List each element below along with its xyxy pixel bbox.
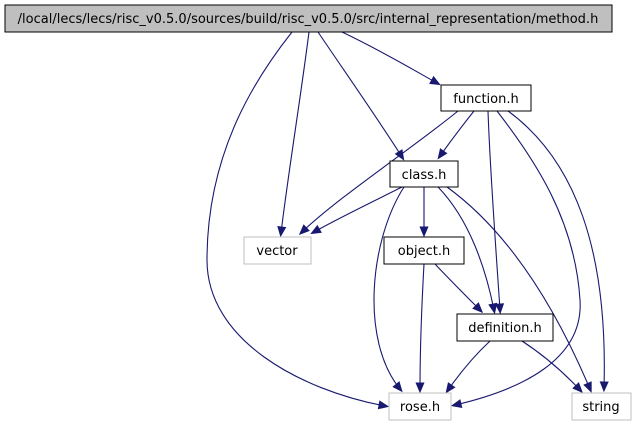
edge-definition-to-rose: [447, 340, 491, 391]
arrowhead-class-to-definition: [488, 302, 498, 315]
edge-function-to-vector: [301, 110, 459, 233]
arrowhead-class-to-rose: [392, 381, 403, 393]
node-label-object-h: object.h: [398, 244, 450, 259]
arrowhead-object-to-rose: [415, 382, 425, 394]
edge-class-to-definition: [437, 186, 495, 311]
node-label-string: string: [582, 400, 619, 415]
arrowhead-method-to-rose: [377, 400, 390, 410]
edge-method-to-rose: [206, 31, 386, 407]
arrowhead-method-to-vector: [277, 226, 287, 238]
arrowhead-function-to-class: [437, 148, 448, 160]
node-label-class-h: class.h: [402, 168, 447, 183]
edge-function-to-string: [507, 110, 605, 389]
edge-function-to-definition: [487, 110, 501, 311]
node-object-h[interactable]: object.h: [383, 236, 465, 265]
arrowhead-method-to-class: [394, 149, 405, 161]
arrowhead-function-to-definition: [495, 303, 505, 315]
arrowhead-class-to-vector: [310, 224, 322, 235]
edge-object-to-rose: [419, 263, 425, 390]
node-label-method-h: /local/lecs/lecs/risc_v0.5.0/sources/bui…: [18, 12, 599, 27]
edge-method-to-function: [341, 31, 438, 84]
node-label-rose-h: rose.h: [400, 400, 440, 415]
arrowhead-function-to-vector: [298, 224, 310, 235]
arrowhead-function-to-string: [599, 381, 609, 393]
edge-class-to-vector: [313, 186, 403, 233]
edge-object-to-definition: [434, 263, 481, 311]
edge-method-to-vector: [280, 31, 310, 234]
edge-method-to-class: [317, 31, 403, 158]
arrowhead-class-to-string: [583, 381, 592, 393]
edge-function-to-class: [439, 110, 475, 157]
edge-function-to-rose: [454, 110, 581, 406]
arrowhead-function-to-rose: [450, 399, 463, 408]
arrowhead-definition-to-rose: [445, 382, 456, 394]
node-label-vector: vector: [256, 244, 298, 259]
node-class-h[interactable]: class.h: [389, 160, 459, 188]
arrowhead-definition-to-string: [572, 382, 583, 394]
node-definition-h[interactable]: definition.h: [456, 313, 554, 342]
arrowhead-method-to-function: [429, 75, 441, 86]
arrowhead-class-to-object: [419, 226, 429, 238]
node-function-h[interactable]: function.h: [440, 84, 532, 112]
node-label-function-h: function.h: [453, 92, 518, 107]
node-method-h[interactable]: /local/lecs/lecs/risc_v0.5.0/sources/bui…: [4, 4, 613, 33]
edge-class-to-string: [446, 186, 591, 390]
edges: [206, 31, 609, 410]
edge-class-to-rose: [373, 186, 405, 390]
node-rose-h[interactable]: rose.h: [388, 392, 452, 421]
node-label-definition-h: definition.h: [468, 321, 542, 336]
node-vector[interactable]: vector: [243, 236, 312, 265]
node-string[interactable]: string: [571, 392, 632, 421]
arrowhead-object-to-definition: [472, 302, 484, 314]
